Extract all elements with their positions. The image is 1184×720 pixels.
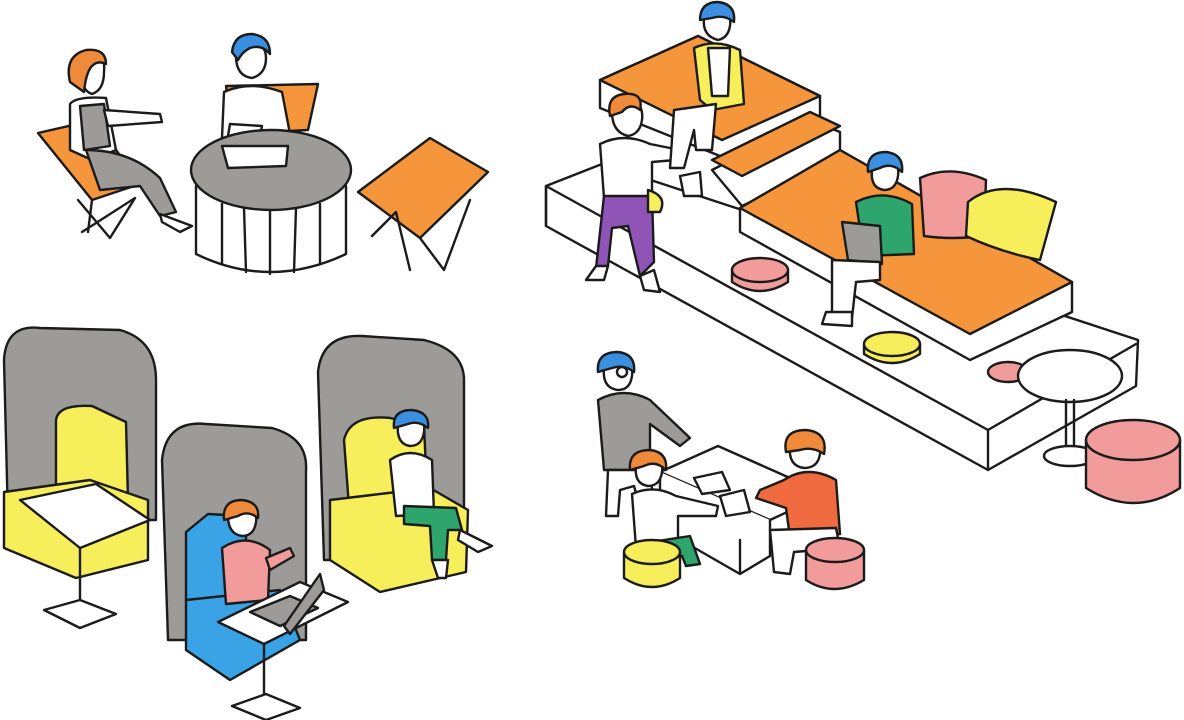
- meeting-area: [596, 350, 866, 591]
- floor-cushion-pink: [730, 256, 790, 293]
- yellow-pillow: [964, 187, 1058, 262]
- booth-area: [2, 326, 494, 720]
- laptop-icon: [840, 220, 884, 266]
- cafe-table: [1016, 348, 1124, 468]
- booth-table-blue: [216, 572, 350, 720]
- booth-table: [18, 482, 152, 550]
- person-headset-woman: [220, 498, 296, 606]
- person-man-laptop: [220, 32, 292, 140]
- person-boy-laptop: [820, 150, 916, 328]
- paper-sheet: [718, 488, 752, 518]
- floor-cushion-yellow: [862, 330, 922, 365]
- lounge-area: [36, 32, 490, 276]
- pink-stool-small: [804, 536, 866, 591]
- person-woman-talking: [67, 48, 194, 234]
- yellow-stool: [622, 538, 682, 589]
- person-curly-hair-man: [584, 92, 682, 294]
- bleacher-area: [544, 0, 1182, 505]
- person-phone-man: [388, 408, 494, 580]
- paper-sheet: [692, 470, 732, 496]
- round-table-lounge: [189, 128, 353, 276]
- person-yellow-cardigan: [668, 0, 746, 198]
- butterfly-chair-right: [356, 136, 490, 272]
- booth-yellow-left: [2, 326, 158, 630]
- laptop-icon: [220, 144, 290, 170]
- pink-stool: [1084, 418, 1182, 505]
